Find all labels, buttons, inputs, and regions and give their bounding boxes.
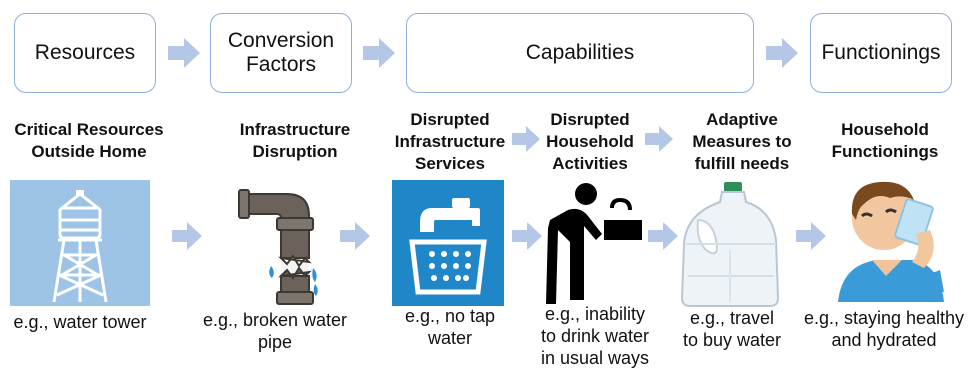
stage-1-caption: e.g., water tower [13,312,147,332]
broken-pipe-icon [238,189,318,305]
water-jug-icon [680,182,780,307]
capabilities-label: Capabilities [525,40,635,64]
arrow-conversion-to-capabilities [363,38,395,68]
arrow-capabilities-to-functionings [766,38,798,68]
faucet-icon [392,180,504,306]
capabilities-box: Capabilities [406,13,754,93]
arrow-header-3-to-4 [512,126,540,152]
stage-1-title: Critical Resources Outside Home [14,120,164,162]
arrow-pic-4-to-5 [648,222,678,250]
conversion-factors-label-line1: Conversion [227,28,335,52]
stage-5-caption: e.g., travel to buy water [682,308,782,350]
stage-4-caption: e.g., inability to drink water in usual … [540,304,650,368]
stage-6-caption: e.g., staying healthy and hydrated [803,308,965,350]
arrow-pic-5-to-6 [796,222,826,250]
arrow-pic-3-to-4 [512,222,542,250]
stage-2-title: Infrastructure Disruption [239,120,351,162]
resources-label: Resources [34,40,136,64]
stage-5-title: Adaptive Measures to fulfill needs [692,110,792,174]
stage-6-title: Household Functionings [831,120,939,162]
arrow-pic-1-to-2 [172,222,202,250]
conversion-factors-box: Conversion Factors [210,13,352,93]
water-tower-icon [10,180,150,306]
stage-3-caption: e.g., no tap water [404,306,496,348]
stage-2-caption: e.g., broken water pipe [202,310,348,352]
arrow-header-4-to-5 [645,126,673,152]
functionings-label: Functionings [821,40,941,64]
arrow-pic-2-to-3 [340,222,370,250]
drinking-fountain-icon [546,183,642,304]
stage-4-title: Disrupted Household Activities [546,110,634,174]
conversion-factors-label-line2: Factors [245,53,316,76]
person-drinking-icon [838,181,944,302]
stage-3-title: Disrupted Infrastructure Services [394,110,506,174]
functionings-box: Functionings [810,13,952,93]
resources-box: Resources [14,13,156,93]
arrow-resources-to-conversion [168,38,200,68]
